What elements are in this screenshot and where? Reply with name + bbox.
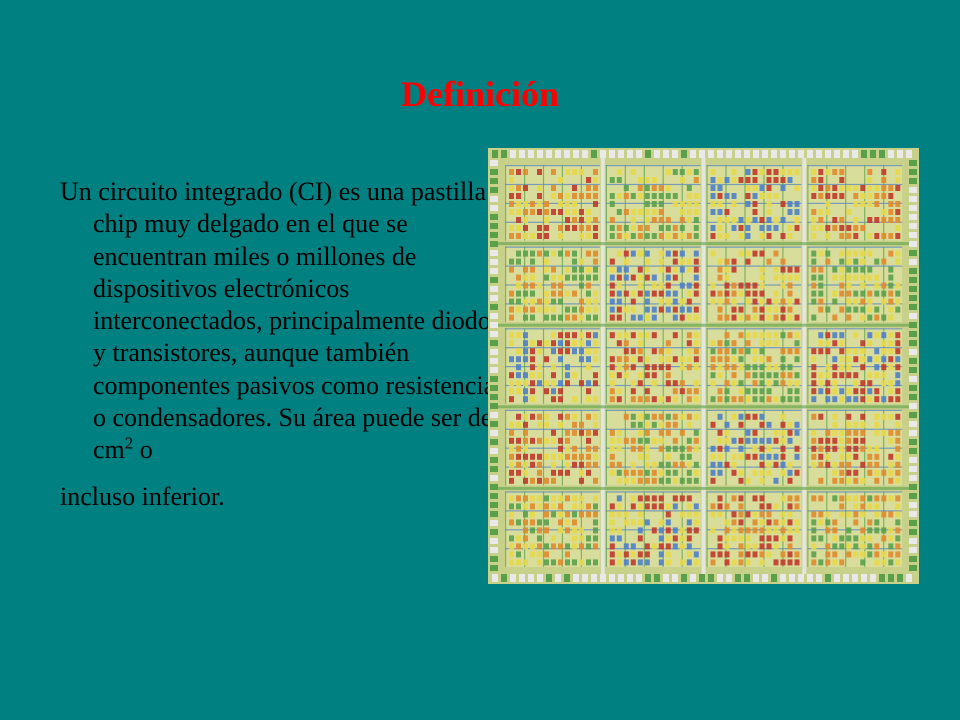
integrated-circuit-image (488, 148, 919, 584)
definition-text-tail: o (133, 435, 153, 465)
definition-last-line: incluso inferior. (60, 481, 225, 511)
superscript-two: 2 (124, 433, 134, 453)
slide-title: Definición (401, 74, 559, 114)
chip-die-icon (488, 148, 919, 584)
definition-paragraph: Un circuito integrado (CI) es una pastil… (60, 176, 513, 513)
definition-text: Un circuito integrado (CI) es una pastil… (60, 177, 512, 465)
